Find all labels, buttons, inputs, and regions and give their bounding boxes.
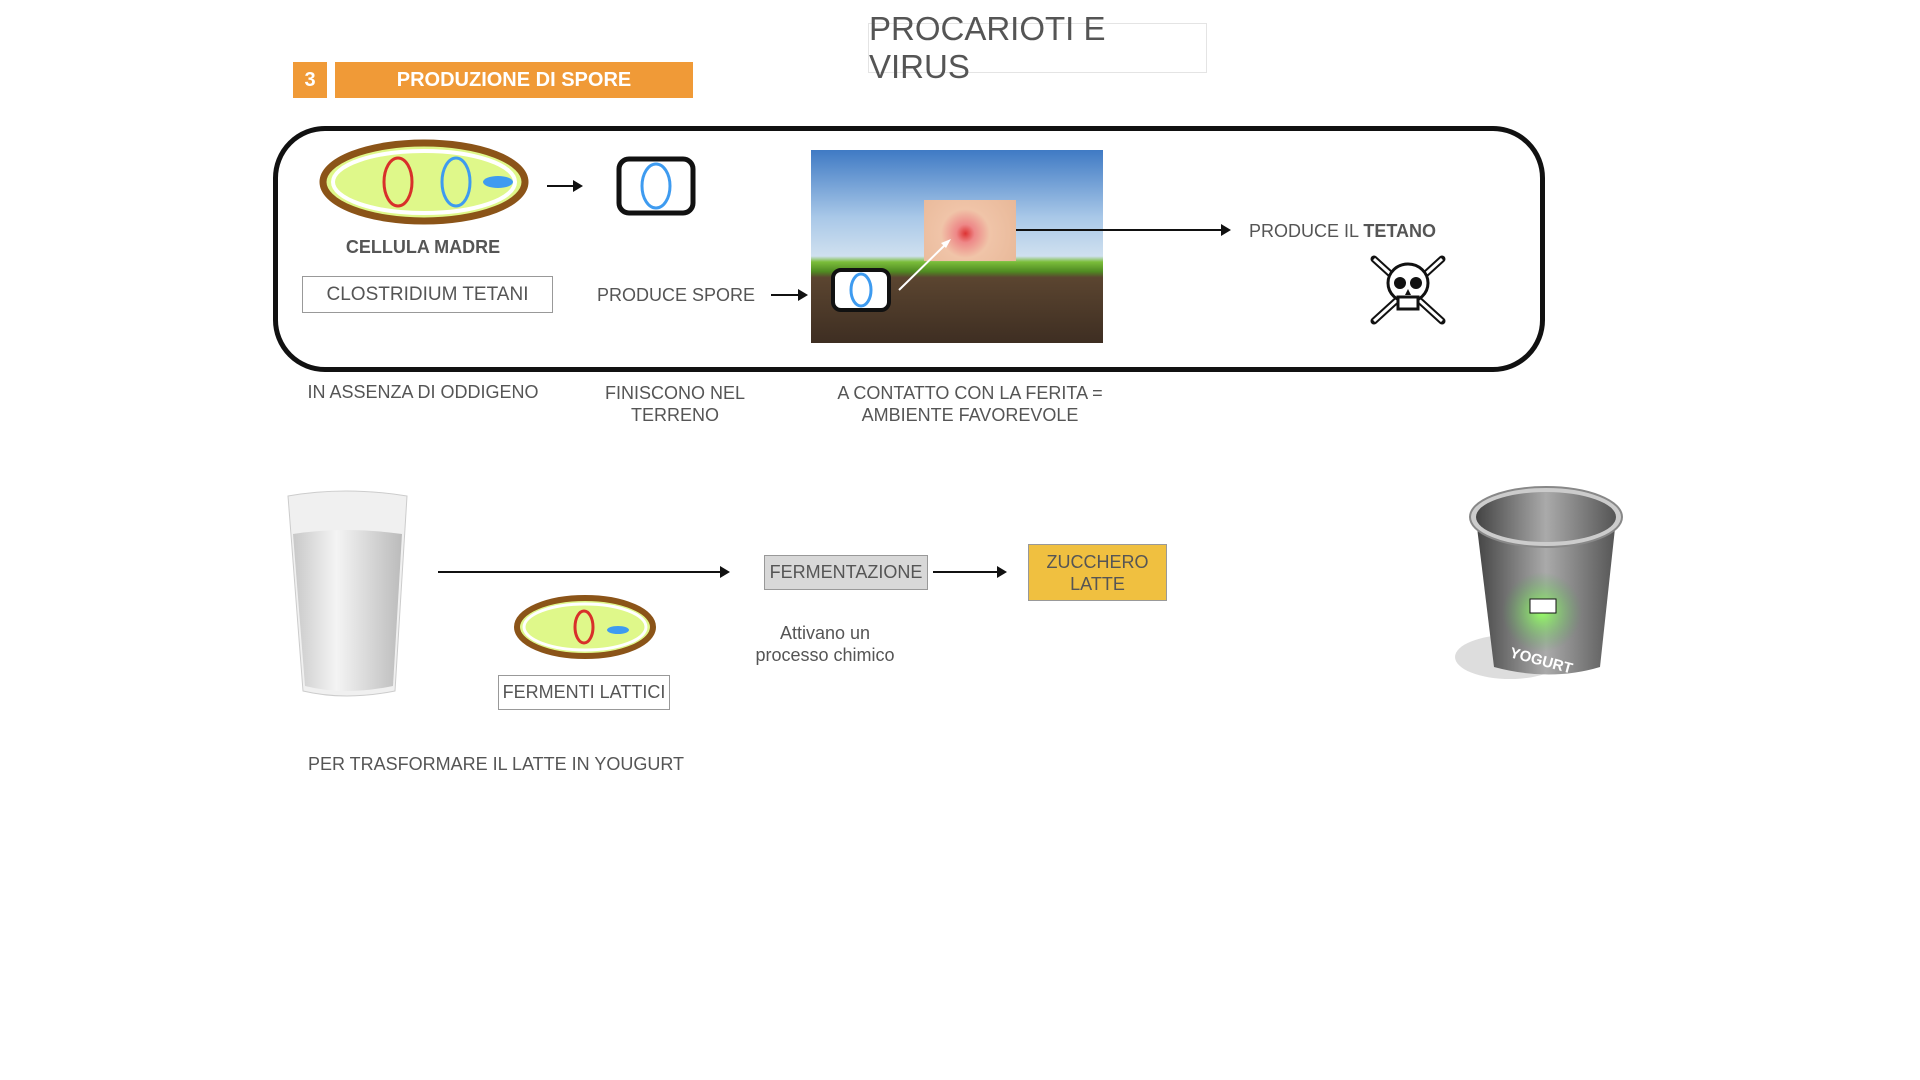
arrow	[438, 566, 730, 578]
fermentation-label: FERMENTAZIONE	[764, 555, 928, 590]
produces-tetanus-label: PRODUCE IL TETANO	[1249, 220, 1436, 242]
arrow	[547, 180, 583, 192]
lactic-ferment-cell-icon	[514, 595, 656, 659]
tetanus-word: TETANO	[1363, 221, 1437, 241]
skull-crossbones-icon	[1370, 255, 1446, 325]
caption-soil-line2: TERRENO	[630, 405, 719, 425]
produces-spores-label: PRODUCE SPORE	[596, 285, 756, 305]
mother-cell-label: CELLULA MADRE	[345, 237, 501, 257]
section-number: 3	[293, 62, 327, 98]
chem-process-line1: Attivano un	[779, 623, 871, 643]
yogurt-caption: PER TRASFORMARE IL LATTE IN YOUGURT	[307, 754, 685, 774]
spore-icon	[616, 156, 696, 216]
caption-oxygen: IN ASSENZA DI ODDIGENO	[307, 382, 539, 402]
spore-diagram-frame	[273, 126, 1545, 372]
arrow	[933, 566, 1007, 578]
sugar-label-line2: LATTE	[1070, 573, 1125, 594]
lactic-ferment-label: FERMENTI LATTICI	[498, 675, 670, 710]
section-title: PRODUZIONE DI SPORE	[335, 62, 693, 98]
mother-cell-icon	[319, 139, 529, 225]
milk-glass-image	[287, 490, 408, 697]
chem-process-line2: processo chimico	[755, 645, 895, 665]
yogurt-cup-image: YOGURT	[1455, 486, 1623, 679]
arrow	[771, 289, 808, 301]
species-label: CLOSTRIDIUM TETANI	[302, 276, 553, 313]
sugar-label-line1: ZUCCHERO	[1046, 551, 1149, 572]
label-prefix: PRODUCE IL	[1249, 221, 1364, 241]
caption-wound-line2: AMBIENTE FAVOREVOLE	[861, 405, 1079, 425]
caption-wound-line1: A CONTATTO CON LA FERITA =	[837, 383, 1103, 403]
soil-photo	[811, 150, 1103, 343]
page-title: PROCARIOTI E VIRUS	[868, 10, 1207, 85]
caption-soil-line1: FINISCONO NEL	[604, 383, 746, 403]
arrow	[1016, 224, 1231, 236]
